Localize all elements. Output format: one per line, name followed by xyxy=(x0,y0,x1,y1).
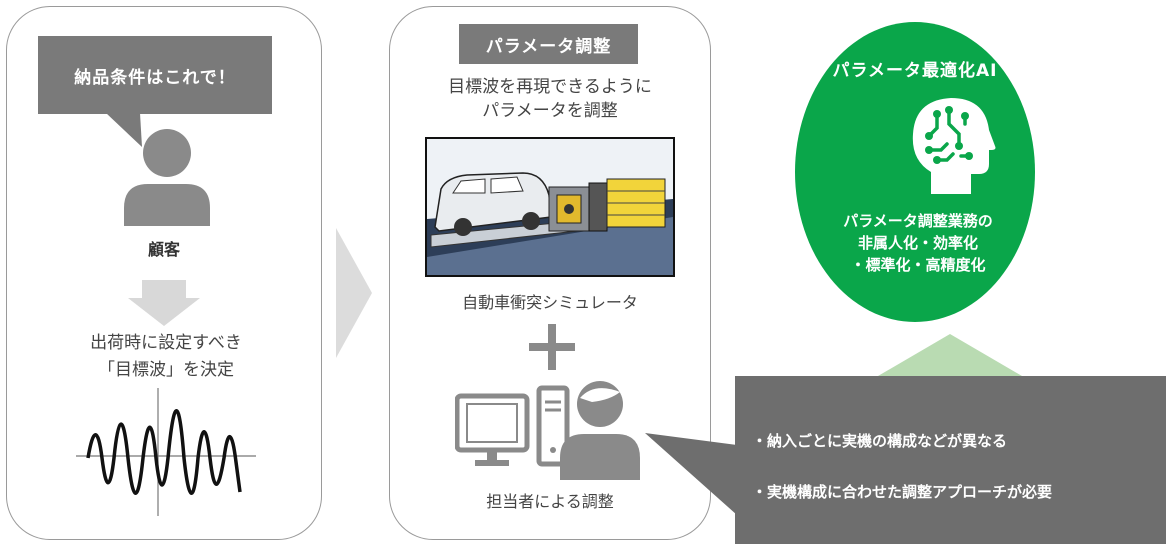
issue-item: ・実機構成に合わせた調整アプローチが必要 xyxy=(752,483,1053,501)
adjustment-title: パラメータ調整 xyxy=(459,24,638,64)
ai-head-icon xyxy=(912,98,996,194)
computer-icon xyxy=(455,385,570,467)
plus-icon xyxy=(529,324,575,370)
up-arrow-icon xyxy=(878,334,1022,376)
operator-icon xyxy=(560,381,640,480)
ai-title: パラメータ最適化AI xyxy=(832,61,998,81)
staff-adjustment-label: 担当者による調整 xyxy=(486,492,614,511)
adjustment-title-text: パラメータ調整 xyxy=(485,36,612,57)
issues-speech-tail xyxy=(645,433,737,515)
benefit-line-3: ・標準化・高精度化 xyxy=(850,256,986,274)
ai-circle xyxy=(795,22,1035,322)
speech-bubble-tail xyxy=(106,113,142,147)
desc-line-2: パラメータを調整 xyxy=(482,101,618,121)
benefit-line-1: パラメータ調整業務の xyxy=(843,212,993,230)
desc-line-1: 目標波を再現できるように xyxy=(448,77,652,97)
simulator-label: 自動車衝突シミュレータ xyxy=(462,293,638,312)
benefit-line-2: 非属人化・効率化 xyxy=(857,234,978,252)
issues-box xyxy=(735,376,1166,544)
issue-item: ・納入ごとに実機の構成などが異なる xyxy=(752,432,1008,450)
decision-line-2: 「目標波」を決定 xyxy=(98,360,234,380)
chevron-right-icon xyxy=(336,228,372,358)
person-icon xyxy=(124,129,210,226)
down-arrow-icon xyxy=(128,280,200,326)
decision-line-1: 出荷時に設定すべき xyxy=(90,333,242,353)
customer-speech-bubble: 納品条件はこれで！ xyxy=(38,36,272,114)
waveform-icon xyxy=(76,388,256,516)
crash-simulator-image xyxy=(425,137,675,277)
customer-label: 顧客 xyxy=(147,240,180,259)
target-wave-decision: 出荷時に設定すべき 「目標波」を決定 xyxy=(40,330,292,384)
ai-benefits: パラメータ調整業務の 非属人化・効率化 ・標準化・高精度化 xyxy=(795,210,1041,276)
callout-text: 納品条件はこれで！ xyxy=(74,67,236,88)
adjustment-description: 目標波を再現できるように パラメータを調整 xyxy=(389,75,711,123)
